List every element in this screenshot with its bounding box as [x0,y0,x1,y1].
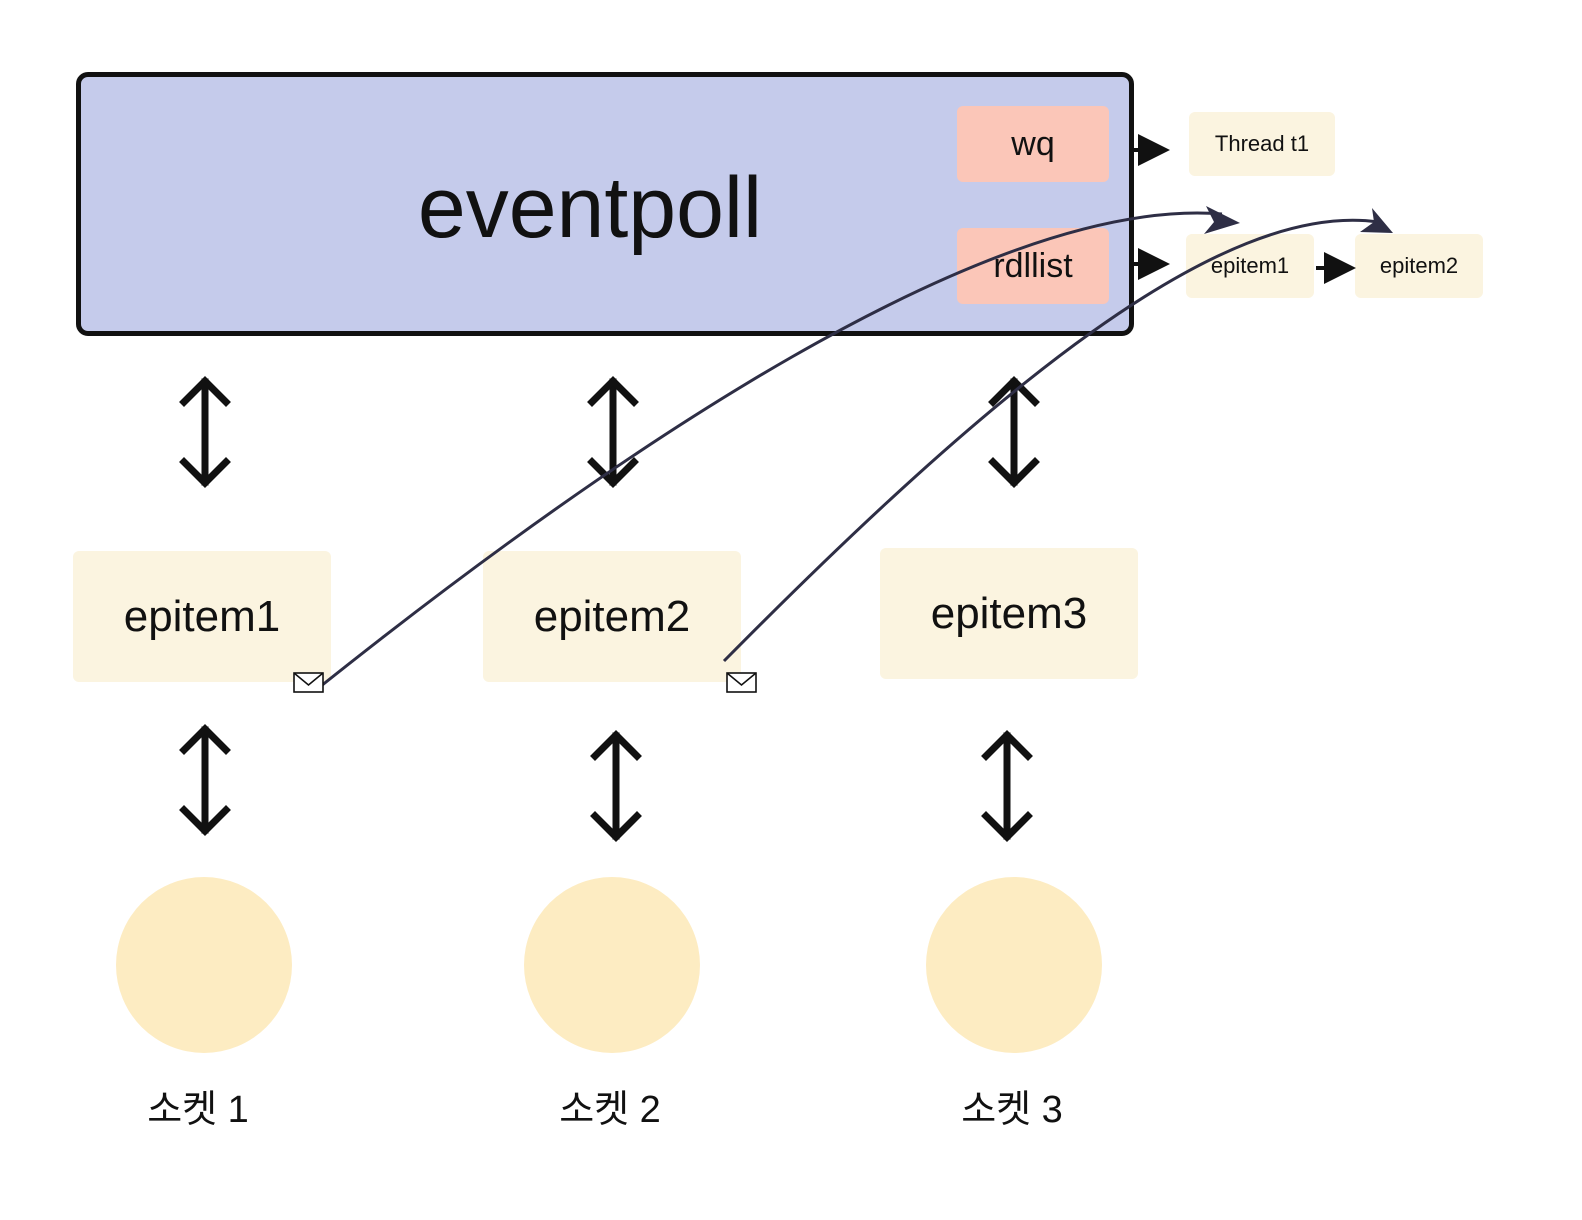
double-arrow-icon [590,730,642,842]
envelope-icon [293,672,324,693]
ready-link-head-2 [1360,208,1393,233]
socket1-label: 소켓 1 [147,1089,249,1131]
envelope-icon [726,672,757,693]
double-arrow-icon [179,376,231,488]
socket1-circle [116,877,292,1053]
socket2-circle [524,877,700,1053]
socket2-label: 소켓 2 [559,1089,661,1131]
ready-link-curve-1 [315,211,1223,692]
wq-box: wq [957,106,1109,182]
thread-t1-box: Thread t1 [1189,112,1335,176]
double-arrow-icon [179,724,231,836]
epitem3-box: epitem3 [880,548,1138,679]
ready-link-curve-2 [722,218,1379,663]
double-arrow-icon [988,376,1040,488]
socket3-label: 소켓 3 [961,1089,1063,1131]
double-arrow-icon [587,376,639,488]
ready-epitem1-box: epitem1 [1186,234,1314,298]
ready-link-head-1 [1204,206,1240,234]
epitem1-box: epitem1 [73,551,331,682]
eventpoll-title: eventpoll [417,160,763,256]
double-arrow-icon [981,730,1033,842]
epitem2-box: epitem2 [483,551,741,682]
ready-epitem2-box: epitem2 [1355,234,1483,298]
socket3-circle [926,877,1102,1053]
